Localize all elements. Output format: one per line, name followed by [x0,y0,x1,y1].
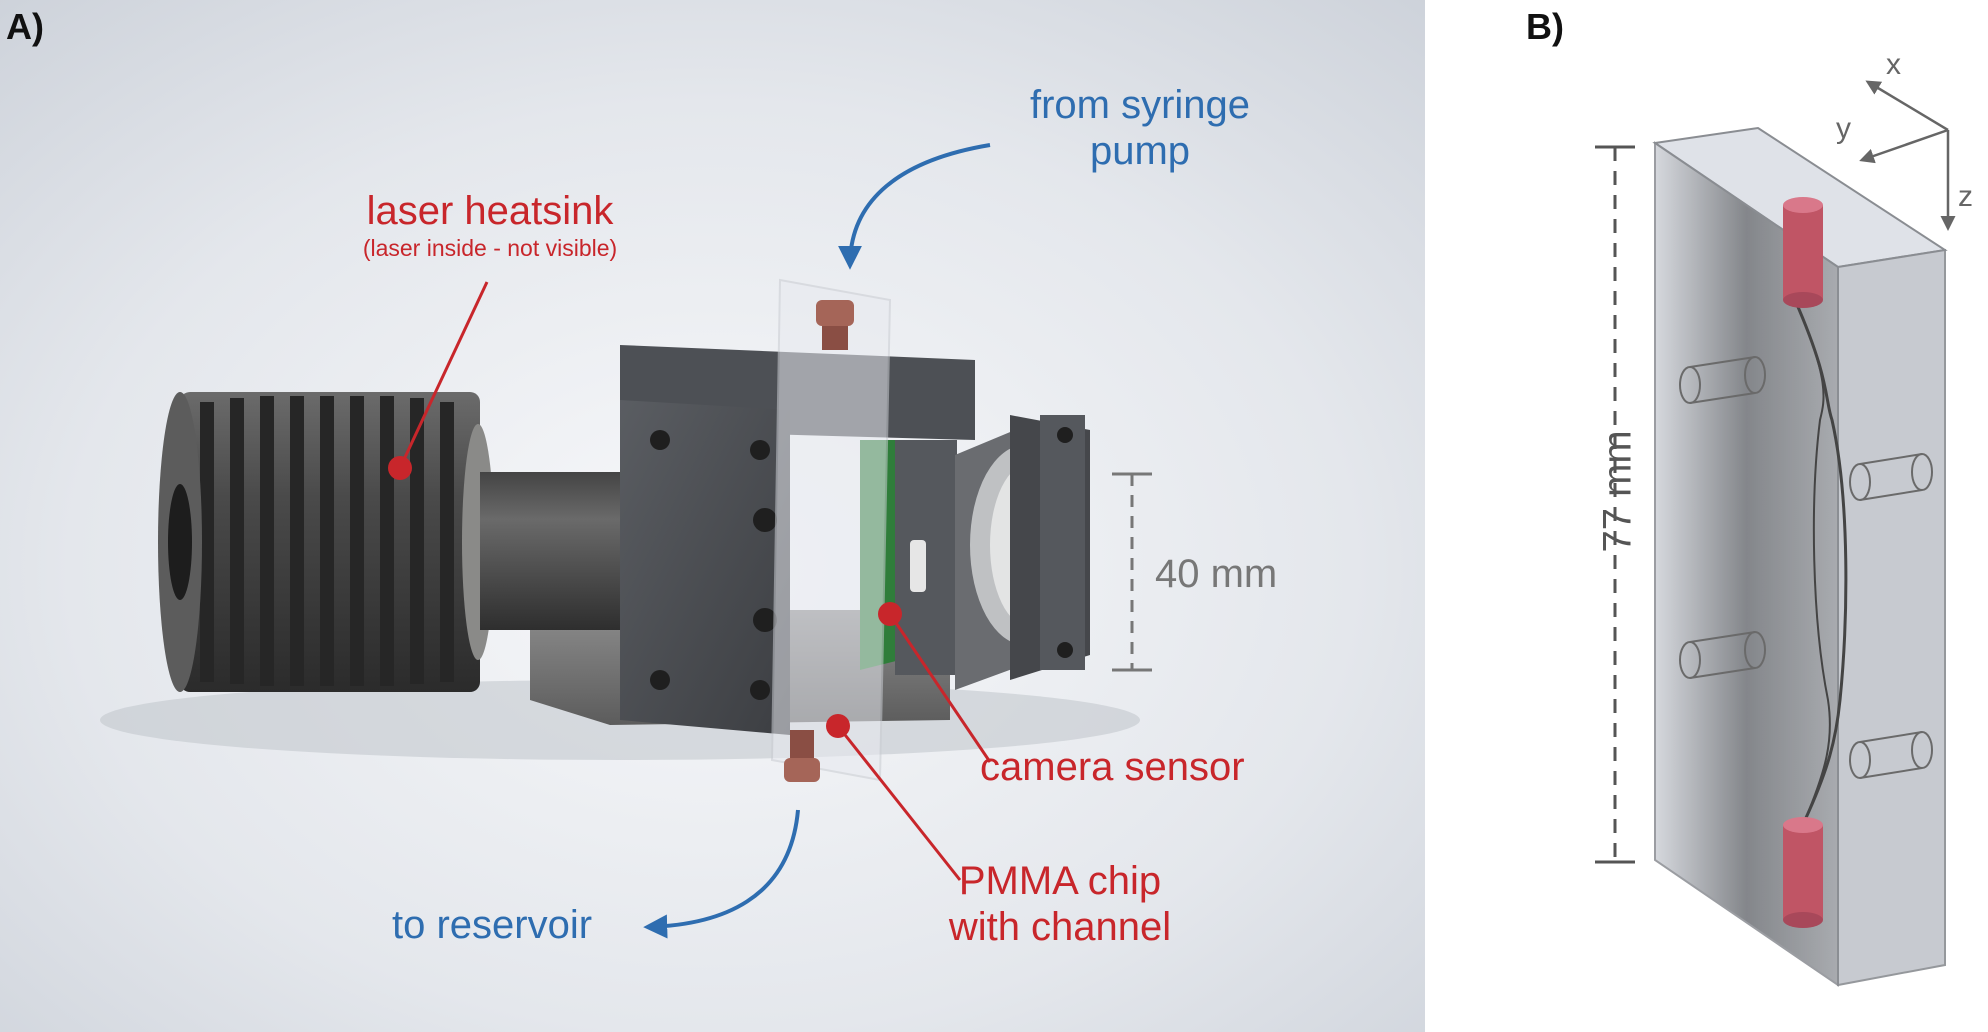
microchannel-wall [1794,299,1831,821]
pmma-line1: PMMA chip [958,859,1162,903]
microchannel [1793,299,1848,821]
coordinate-axes [1859,80,1956,231]
outlet-port [1783,817,1823,928]
heatsink-marker [388,456,412,480]
panel-a-label: A) [6,6,44,47]
pmma-leader-line [836,725,962,881]
camera-sensor-label: camera sensor [980,745,1245,789]
from-syringe-line2: pump [1089,129,1191,173]
device-render [0,0,1425,1032]
laser-heatsink [158,392,494,692]
panel-b-label: B) [1526,6,1564,47]
alignment-pins [1679,356,1933,779]
heatsink-label: laser heatsink (laser inside - not visib… [320,188,660,262]
axis-y-label: y [1836,112,1851,145]
chip-schematic [1595,80,1956,987]
inlet-port [1783,197,1823,308]
pmma-marker [826,714,850,738]
camera-leader-line [888,613,992,763]
cage-cube [620,400,790,735]
dimension-40mm [1112,472,1152,672]
heatsink-note: (laser inside - not visible) [362,235,618,261]
to-reservoir-label: to reservoir [392,903,593,947]
axis-z-label: z [1958,180,1973,213]
pmma-chip-schematic [1652,126,1948,987]
camera-marker [878,602,902,626]
dimension-40mm-label: 40 mm [1155,552,1278,596]
outflow-arrow [643,809,800,939]
heatsink-leader-line [398,281,489,469]
dimension-77mm-label: 77 mm [1595,430,1640,553]
inflow-arrow [838,143,991,270]
panel-b: B) x y z 77 mm [1520,0,1988,1032]
from-syringe-label: from syringe pump [1000,82,1280,174]
inlet-screw [816,300,854,350]
axis-x-label: x [1886,48,1901,81]
cage-rear [955,415,1090,690]
dimension-77mm [1595,145,1635,864]
from-syringe-line1: from syringe [1029,83,1251,127]
outlet-screw [784,730,820,782]
panel-a: A) from syringe pump laser heatsink (las… [0,0,1425,1032]
heatsink-title: laser heatsink [366,189,614,233]
pmma-chip [770,278,892,782]
pmma-line2: with channel [948,905,1172,949]
pmma-label: PMMA chip with channel [920,858,1200,950]
